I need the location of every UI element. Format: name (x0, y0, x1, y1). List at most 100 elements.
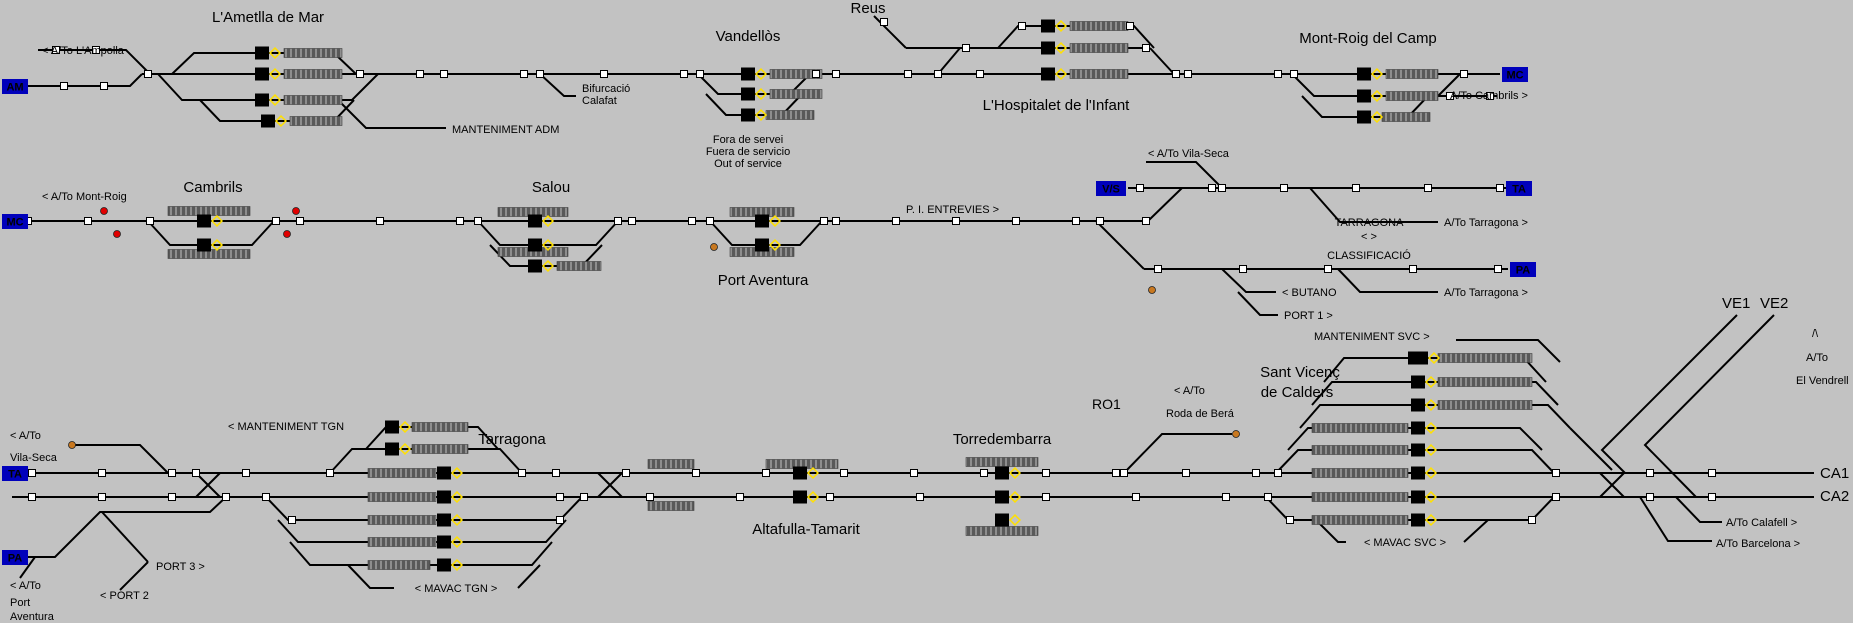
point-diamond-icon[interactable] (268, 46, 282, 60)
track-circuit-square (736, 493, 744, 501)
track-number-badge[interactable] (528, 259, 542, 273)
point-diamond-icon[interactable] (1424, 513, 1438, 527)
point-diamond-icon[interactable] (754, 87, 768, 101)
point-diamond-icon[interactable] (268, 93, 282, 107)
track-number-badge[interactable] (437, 513, 451, 527)
track-number-badge[interactable] (528, 214, 542, 228)
point-diamond-icon[interactable] (754, 108, 768, 122)
point-diamond-icon[interactable] (210, 214, 224, 228)
track-number-badge[interactable] (385, 420, 399, 434)
point-diamond-icon[interactable] (541, 259, 555, 273)
red-signal-lamp[interactable] (100, 207, 108, 215)
station-label-montroig: Mont-Roig del Camp (1299, 30, 1437, 47)
track-number-badge[interactable] (1411, 375, 1425, 389)
track-number-badge[interactable] (1411, 421, 1425, 435)
point-diamond-icon[interactable] (1424, 398, 1438, 412)
point-diamond-icon[interactable] (1370, 67, 1384, 81)
point-diamond-icon[interactable] (450, 490, 464, 504)
track-line (477, 220, 619, 246)
point-diamond-icon[interactable] (541, 238, 555, 252)
track-circuit-square (1042, 493, 1050, 501)
point-diamond-icon[interactable] (450, 558, 464, 572)
point-diamond-icon[interactable] (1370, 89, 1384, 103)
point-diamond-icon[interactable] (210, 238, 224, 252)
point-diamond-icon[interactable] (1424, 443, 1438, 457)
track-number-badge[interactable] (741, 108, 755, 122)
point-diamond-icon[interactable] (1370, 110, 1384, 124)
orange-signal-lamp[interactable] (710, 243, 718, 251)
track-number-badge[interactable] (1357, 89, 1371, 103)
point-diamond-icon[interactable] (1424, 466, 1438, 480)
point-diamond-icon[interactable] (450, 535, 464, 549)
track-number-badge[interactable] (255, 93, 269, 107)
track-number-badge[interactable] (528, 238, 542, 252)
track-circuit-square (832, 70, 840, 78)
track-number-badge[interactable] (255, 46, 269, 60)
track-number-badge[interactable] (741, 87, 755, 101)
diagram-label: < MAVAC SVC > (1364, 537, 1446, 549)
point-diamond-icon[interactable] (768, 238, 782, 252)
track-number-badge[interactable] (1411, 490, 1425, 504)
orange-signal-lamp[interactable] (1148, 286, 1156, 294)
point-diamond-icon[interactable] (1424, 375, 1438, 389)
track-number-badge[interactable] (1411, 398, 1425, 412)
point-diamond-icon[interactable] (806, 490, 820, 504)
point-diamond-icon[interactable] (1424, 421, 1438, 435)
track-number-badge[interactable] (793, 490, 807, 504)
point-diamond-icon[interactable] (398, 420, 412, 434)
point-diamond-icon[interactable] (1008, 490, 1022, 504)
track-number-badge[interactable] (1411, 513, 1425, 527)
track-number-badge[interactable] (755, 238, 769, 252)
point-diamond-icon[interactable] (1008, 466, 1022, 480)
track-number-badge[interactable] (995, 490, 1009, 504)
station-label-vandellos: Vandellòs (716, 28, 781, 45)
point-diamond-icon[interactable] (1427, 351, 1441, 365)
point-diamond-icon[interactable] (450, 513, 464, 527)
track-number-badge[interactable] (741, 67, 755, 81)
point-diamond-icon[interactable] (268, 67, 282, 81)
point-diamond-icon[interactable] (450, 466, 464, 480)
red-signal-lamp[interactable] (292, 207, 300, 215)
track-number-badge[interactable] (995, 466, 1009, 480)
track-number-badge[interactable] (1041, 67, 1055, 81)
track-number-badge[interactable] (197, 214, 211, 228)
platform-block (1437, 353, 1533, 363)
orange-signal-lamp[interactable] (68, 441, 76, 449)
track-number-badge[interactable] (437, 466, 451, 480)
track-number-badge[interactable] (1357, 110, 1371, 124)
track-number-badge[interactable] (197, 238, 211, 252)
point-diamond-icon[interactable] (1424, 490, 1438, 504)
track-number-badge[interactable] (1041, 41, 1055, 55)
track-number-badge[interactable] (1357, 67, 1371, 81)
point-diamond-icon[interactable] (768, 214, 782, 228)
track-number-badge[interactable] (385, 442, 399, 456)
point-diamond-icon[interactable] (541, 214, 555, 228)
point-diamond-icon[interactable] (1008, 513, 1022, 527)
track-number-badge[interactable] (755, 214, 769, 228)
track-number-badge[interactable] (437, 535, 451, 549)
point-diamond-icon[interactable] (806, 466, 820, 480)
track-number-badge[interactable] (793, 466, 807, 480)
orange-signal-lamp[interactable] (1232, 430, 1240, 438)
point-diamond-icon[interactable] (398, 442, 412, 456)
point-diamond-icon[interactable] (1054, 67, 1068, 81)
point-diamond-icon[interactable] (754, 67, 768, 81)
track-number-badge[interactable] (1411, 443, 1425, 457)
track-number-badge[interactable] (1411, 466, 1425, 480)
track-number-badge[interactable] (255, 67, 269, 81)
track-number-badge[interactable] (1041, 19, 1055, 33)
platform-block (1311, 515, 1409, 525)
red-signal-lamp[interactable] (113, 230, 121, 238)
track-number-badge[interactable] (1408, 351, 1428, 365)
track-number-badge[interactable] (261, 114, 275, 128)
track-number-badge[interactable] (437, 490, 451, 504)
point-diamond-icon[interactable] (274, 114, 288, 128)
point-diamond-icon[interactable] (1054, 41, 1068, 55)
platform-block (411, 422, 469, 432)
track-circuit-square (376, 217, 384, 225)
track-number-badge[interactable] (437, 558, 451, 572)
point-diamond-icon[interactable] (1054, 19, 1068, 33)
red-signal-lamp[interactable] (283, 230, 291, 238)
line-code-box (2, 550, 28, 565)
track-number-badge[interactable] (995, 513, 1009, 527)
